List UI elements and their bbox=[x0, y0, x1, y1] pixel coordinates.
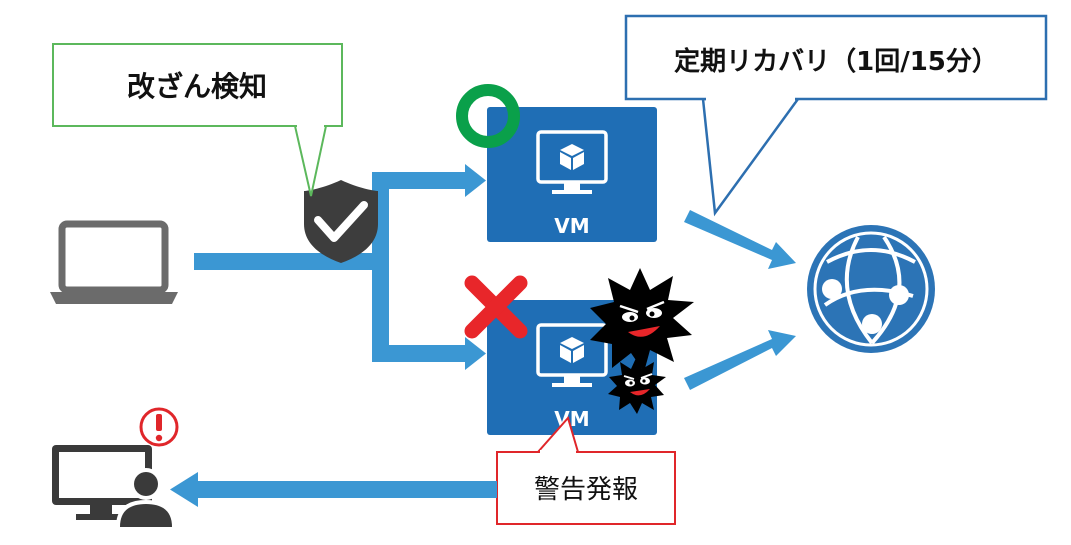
periodic-recovery-callout: 定期リカバリ（1回/15分） bbox=[624, 14, 1048, 217]
vm-healthy: VM bbox=[487, 107, 657, 242]
alert-callout: 警告発報 bbox=[496, 415, 676, 525]
azure-web-app-globe-icon bbox=[807, 225, 935, 353]
alert-arrow bbox=[170, 472, 497, 507]
monitor-cube-icon bbox=[536, 323, 608, 387]
monitor-cube-icon bbox=[536, 130, 608, 194]
malware-icon bbox=[590, 268, 694, 372]
laptop-icon bbox=[50, 220, 178, 304]
exclamation-alert-icon bbox=[139, 407, 179, 447]
admin-monitor-user-icon bbox=[52, 445, 176, 527]
vm-label: VM bbox=[554, 214, 589, 238]
tamper-detection-callout: 改ざん検知 bbox=[52, 43, 343, 197]
green-circle-icon bbox=[456, 84, 520, 148]
malware-icon bbox=[608, 358, 666, 414]
tamper-detection-label: 改ざん検知 bbox=[127, 70, 267, 103]
red-x-icon bbox=[464, 275, 528, 339]
periodic-recovery-label: 定期リカバリ（1回/15分） bbox=[674, 46, 998, 77]
shield-check-icon bbox=[304, 180, 378, 263]
alert-label: 警告発報 bbox=[534, 475, 638, 505]
recovery-arrows bbox=[684, 210, 796, 390]
